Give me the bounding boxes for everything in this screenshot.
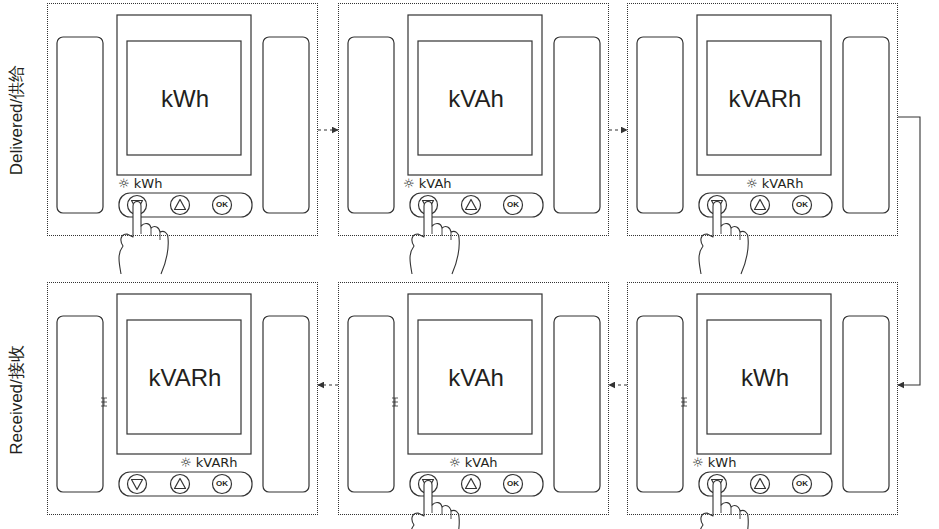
display-reading: kVAh (448, 86, 504, 112)
bar-mark (392, 398, 398, 406)
side-bar (57, 316, 103, 492)
flow-arrow (318, 129, 338, 130)
flow-arrow (609, 129, 627, 130)
side-bar (263, 316, 309, 492)
up-button-symbol (755, 479, 766, 489)
meter-panel: kWh ☼ kWh (627, 282, 898, 515)
button (462, 475, 481, 494)
screen-frame (408, 294, 542, 454)
button (213, 475, 232, 494)
meter-drawing (57, 294, 309, 496)
meter-drawing (637, 294, 889, 529)
side-bar (263, 37, 309, 213)
flow-arrow (898, 117, 920, 385)
row-label: Delivered/供给 (8, 65, 27, 176)
screen-frame (117, 294, 251, 454)
button (751, 475, 770, 494)
screen (418, 320, 532, 434)
screen (418, 41, 532, 155)
indicator-label: ☼ kVARh (180, 456, 238, 470)
indicator-label: ☼ kVAh (403, 177, 452, 191)
button-label: OK (507, 480, 519, 489)
up-button-symbol (175, 200, 186, 210)
side-bar (843, 37, 889, 213)
row-label: Received/接收 (8, 345, 27, 455)
screen (127, 41, 241, 155)
up-button-symbol (175, 479, 186, 489)
up-button-symbol (755, 200, 766, 210)
button (504, 196, 523, 215)
screen (707, 41, 821, 155)
side-bar (348, 37, 394, 213)
meter-panel: kVAh ☼ kVAh (338, 282, 609, 515)
button (504, 475, 523, 494)
screen-frame (697, 294, 831, 454)
button-label: OK (507, 201, 519, 210)
side-bar (57, 37, 103, 213)
button (213, 196, 232, 215)
indicator-label: ☼ kWh (118, 177, 162, 191)
pointing-hand (699, 202, 748, 275)
up-button-symbol (466, 200, 477, 210)
button (751, 196, 770, 215)
button-label: OK (796, 201, 808, 210)
display-reading: kWh (161, 86, 209, 112)
side-bar (554, 316, 600, 492)
screen-frame (117, 15, 251, 175)
button (462, 196, 481, 215)
button (171, 196, 190, 215)
indicator-label: ☼ kVAh (449, 456, 498, 470)
meter-panel: kWh ☼ kWh (47, 3, 318, 236)
side-bar (348, 316, 394, 492)
up-button-symbol (466, 479, 477, 489)
bar-mark (101, 398, 107, 406)
button (793, 196, 812, 215)
display-reading: kVAh (448, 365, 504, 391)
display-reading: kWh (741, 365, 789, 391)
button-label: OK (216, 480, 228, 489)
meter-panel: kVARh ☼ kVARh (627, 3, 898, 236)
display-reading: kVARh (149, 365, 222, 391)
pointing-hand (699, 481, 748, 529)
pointing-hand (410, 202, 459, 275)
meter-panel: kVARh ☼ kVARh (47, 282, 318, 515)
down-button-symbol (132, 480, 143, 490)
side-bar (637, 316, 683, 492)
flow-arrow (318, 384, 338, 385)
pointing-hand (119, 202, 168, 275)
button (128, 475, 147, 494)
pointing-hand (410, 481, 459, 529)
bar-mark (681, 398, 687, 406)
side-bar (637, 37, 683, 213)
flow-arrow (609, 384, 627, 385)
button-label: OK (796, 480, 808, 489)
button (171, 475, 190, 494)
side-bar (554, 37, 600, 213)
meter-panel: kVAh ☼ kVAh (338, 3, 609, 236)
button (793, 475, 812, 494)
screen (707, 320, 821, 434)
indicator-label: ☼ kVARh (746, 177, 804, 191)
display-reading: kVARh (729, 86, 802, 112)
screen-frame (408, 15, 542, 175)
side-bar (843, 316, 889, 492)
screen-frame (697, 15, 831, 175)
screen (127, 320, 241, 434)
button-label: OK (216, 201, 228, 210)
button-bar (119, 472, 252, 496)
meter-drawing (348, 294, 600, 529)
indicator-label: ☼ kWh (692, 456, 736, 470)
